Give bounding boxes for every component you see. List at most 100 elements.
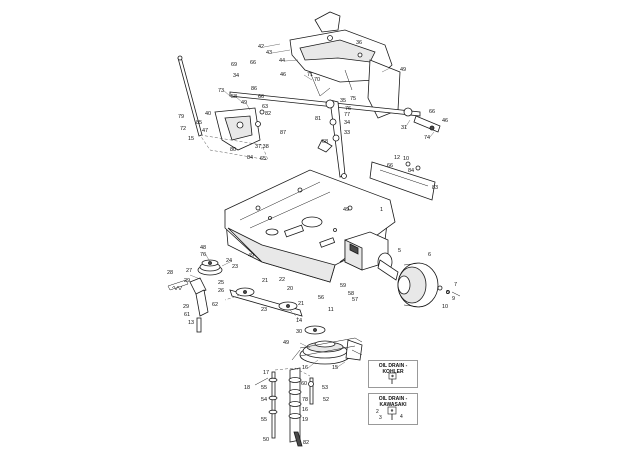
callout: 72	[180, 126, 186, 132]
clutch-pulley	[291, 325, 363, 365]
inset-title-kawasaki: OIL DRAIN - KAWASAKI	[378, 396, 408, 408]
callout: 78	[302, 397, 308, 403]
callout: 58	[231, 94, 237, 100]
callout: 22	[279, 277, 285, 283]
cross-shaft	[229, 91, 441, 133]
callout: 18	[244, 385, 250, 391]
callout: 16	[302, 365, 308, 371]
callout: 42	[258, 44, 264, 50]
callout: 40	[205, 111, 211, 117]
callout: 49	[248, 253, 254, 259]
callout: 4	[400, 414, 403, 420]
callout: 79	[178, 114, 184, 120]
drive-wheel	[377, 252, 461, 308]
callout: 66	[429, 109, 435, 115]
lever-bracket	[199, 107, 269, 161]
callout: 37,38	[255, 144, 269, 150]
callout-labels: 36 42 43 44 46 49 69 66 34 71 70 75 73 5…	[167, 40, 457, 446]
callout: 36	[356, 40, 362, 46]
callout: 48	[200, 245, 206, 251]
callout: 14	[296, 318, 302, 324]
callout: 24	[226, 258, 232, 264]
callout: 85	[196, 120, 202, 126]
callout: 33	[344, 130, 350, 136]
callout: 5	[398, 248, 401, 254]
oil-drain-kohler-icon	[388, 372, 397, 384]
callout: 49	[241, 100, 247, 106]
callout: 59	[340, 283, 346, 289]
callout: 87	[280, 130, 286, 136]
callout: 25	[218, 280, 224, 286]
drive-belt	[299, 337, 363, 357]
side-plate	[369, 161, 436, 201]
callout: 76	[345, 106, 351, 112]
callout: 12	[394, 155, 400, 161]
inset-title-kohler: OIL DRAIN - KOHLER	[378, 363, 408, 375]
callout: 3	[379, 415, 382, 421]
control-bracket-assembly	[289, 11, 401, 119]
callout: 71	[307, 72, 313, 78]
callout: 53	[322, 385, 328, 391]
callout: 26	[218, 288, 224, 294]
callout: 49	[400, 67, 406, 73]
callout: 65	[260, 156, 266, 162]
callout: 8	[446, 290, 449, 296]
callout: 56	[318, 295, 324, 301]
left-pulley-assembly	[167, 259, 223, 333]
callout: 20	[287, 286, 293, 292]
callout: 6	[428, 252, 431, 258]
callout: 74	[424, 135, 430, 141]
callout: 52	[323, 397, 329, 403]
callout: 2	[376, 409, 379, 415]
callout: 66	[250, 60, 256, 66]
callout: 70	[314, 77, 320, 83]
spring-linkage	[317, 99, 347, 179]
oil-drain-kawasaki-icon: 2 3 4	[376, 406, 403, 421]
callout: 73	[218, 88, 224, 94]
callout: 82	[303, 440, 309, 446]
callout: 57	[352, 297, 358, 303]
control-rod	[177, 55, 203, 137]
lower-hardware-stack	[254, 367, 314, 447]
callout: 66	[387, 163, 393, 169]
callout: 11	[328, 307, 334, 313]
callout: 54	[261, 397, 267, 403]
callout: 62	[212, 302, 218, 308]
callout: 23	[232, 264, 238, 270]
callout: 84	[408, 168, 414, 174]
callout: 15	[332, 365, 338, 371]
callout: 16	[302, 407, 308, 413]
oil-drain-kawasaki-inset: OIL DRAIN - KAWASAKI 2 3 4	[368, 393, 418, 425]
callout: 47	[202, 128, 208, 134]
callout: 44	[279, 58, 285, 64]
callout: 82	[265, 111, 271, 117]
engine-mount-box	[344, 231, 389, 271]
callout: 30	[296, 329, 302, 335]
callout: 21	[262, 278, 268, 284]
callout: 55	[261, 417, 267, 423]
callout: 10	[403, 156, 409, 162]
callout: 61	[184, 312, 190, 318]
callout: 55	[261, 385, 267, 391]
callout: 31	[401, 125, 407, 131]
callout: 34	[344, 120, 350, 126]
leader-lines	[189, 43, 435, 369]
callout: 15	[188, 136, 194, 142]
callout: 66	[258, 94, 264, 100]
callout: 46	[280, 72, 286, 78]
callout: 29	[184, 278, 190, 284]
callout: 9	[452, 296, 455, 302]
callout: 83	[432, 185, 438, 191]
callout: 10	[442, 304, 448, 310]
callout: 29	[183, 304, 189, 310]
callout: 49	[283, 340, 289, 346]
callout: 49	[343, 207, 349, 213]
callout: 63	[262, 104, 268, 110]
callout: 27	[186, 268, 192, 274]
oil-drain-kohler-inset: OIL DRAIN - KOHLER	[368, 360, 418, 388]
callout: 84	[247, 155, 253, 161]
callout: 80	[230, 147, 236, 153]
callout: 81	[315, 116, 321, 122]
callout: 21	[298, 301, 304, 307]
